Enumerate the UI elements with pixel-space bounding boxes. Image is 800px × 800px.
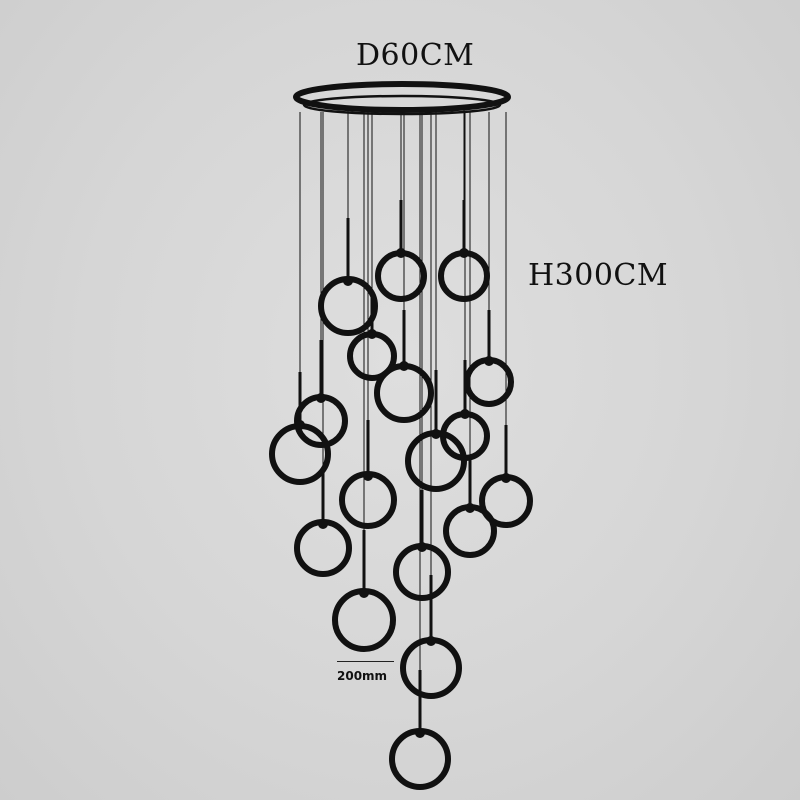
pendant [294, 112, 352, 577]
pendant [393, 112, 451, 601]
scale-bar [337, 661, 394, 662]
pendant [438, 110, 490, 302]
ring-scale-label: 200mm [337, 669, 388, 683]
pendant [400, 112, 462, 699]
diameter-label: D60CM [356, 38, 475, 73]
pendant [339, 112, 397, 529]
pendant [375, 110, 427, 302]
pendant [318, 110, 378, 336]
pendant [332, 112, 396, 652]
pendant [443, 112, 497, 558]
pendant [464, 112, 514, 407]
canopy-ring [293, 81, 511, 116]
pendant [389, 112, 451, 790]
pendant [440, 112, 490, 461]
pendant-group [269, 110, 533, 790]
pendant [405, 112, 467, 492]
pendant [479, 112, 533, 528]
pendant [347, 112, 397, 381]
pendant [269, 112, 331, 485]
height-label: H300CM [528, 258, 669, 293]
